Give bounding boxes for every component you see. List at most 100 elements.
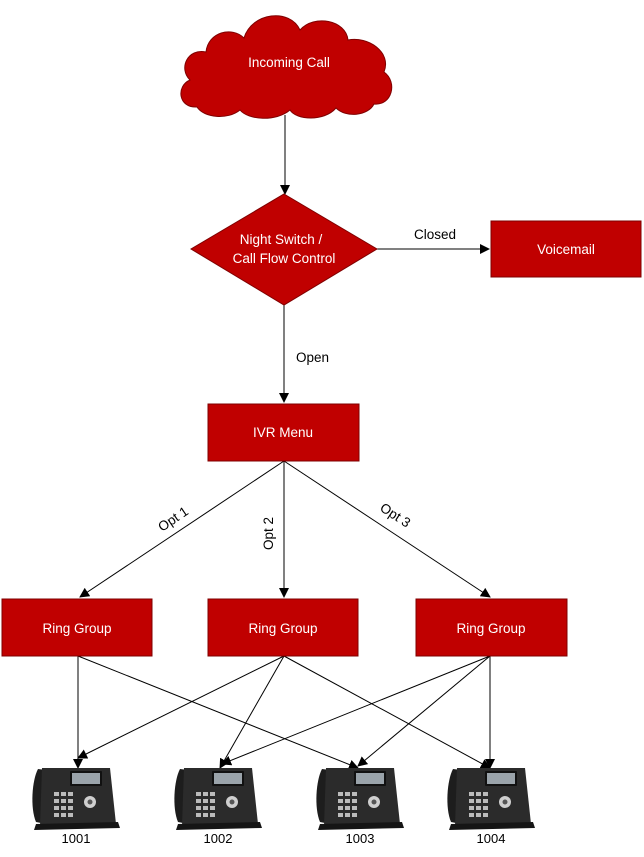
phone-stand — [176, 822, 262, 830]
keypad-key — [352, 806, 357, 810]
edge-label-open: Open — [296, 350, 329, 365]
phone-extension-label: 1004 — [477, 831, 506, 846]
keypad-key — [469, 806, 474, 810]
keypad-key — [352, 792, 357, 796]
edge-rg1-to-1003 — [77, 655, 359, 770]
incoming-call-label: Incoming Call — [248, 55, 330, 70]
phone-screen — [356, 773, 384, 784]
edge-rg2-to-1004 — [283, 655, 491, 769]
keypad-key — [345, 799, 350, 803]
keypad-key — [68, 799, 73, 803]
keypad-key — [61, 792, 66, 796]
phone-stand — [34, 822, 120, 830]
keypad-key — [469, 799, 474, 803]
phone-1002: 1002 — [174, 768, 262, 846]
nav-center — [87, 799, 93, 805]
edge-rg2-to-1002 — [219, 655, 285, 769]
keypad-key — [352, 813, 357, 817]
phone-stand — [449, 822, 535, 830]
phone-screen — [72, 773, 100, 784]
phone-1003: 1003 — [316, 768, 404, 846]
keypad-key — [469, 792, 474, 796]
edge-ivr-to-ring-group-3 — [283, 460, 491, 598]
keypad-key — [68, 806, 73, 810]
phone-1004: 1004 — [447, 768, 535, 846]
phone-1001: 1001 — [32, 768, 120, 846]
voicemail-box — [490, 220, 642, 278]
keypad-key — [54, 792, 59, 796]
voicemail-node: Voicemail — [490, 220, 642, 278]
edge-rg3-to-1002 — [221, 655, 491, 766]
edge-label-opt2: Opt 2 — [261, 517, 276, 550]
keypad-key — [476, 792, 481, 796]
phone-extension-label: 1002 — [204, 831, 233, 846]
keypad-key — [196, 792, 201, 796]
keypad-key — [476, 806, 481, 810]
keypad-key — [68, 813, 73, 817]
keypad-key — [203, 799, 208, 803]
phones: 1001 1002 1003 1004 — [32, 768, 535, 846]
keypad-key — [61, 806, 66, 810]
keypad-key — [54, 813, 59, 817]
ring-group-label: Ring Group — [456, 621, 525, 636]
keypad-key — [203, 792, 208, 796]
phone-stand — [318, 822, 404, 830]
keypad-key — [338, 813, 343, 817]
keypad-key — [483, 799, 488, 803]
keypad-key — [338, 806, 343, 810]
keypad-key — [196, 799, 201, 803]
edge-rg3-to-1003 — [357, 655, 491, 767]
ring-group-node-1: Ring Group — [1, 598, 153, 657]
edge-rg2-to-1001 — [77, 655, 285, 759]
ivr-menu-node: IVR Menu — [207, 403, 360, 462]
ring-group-node-3: Ring Group — [415, 598, 568, 657]
cloud-shape — [180, 15, 393, 119]
phone-screen — [214, 773, 242, 784]
night-switch-node: Night Switch / Call Flow Control — [190, 193, 378, 306]
keypad-key — [338, 799, 343, 803]
keypad-key — [54, 799, 59, 803]
keypad-key — [203, 806, 208, 810]
keypad-key — [483, 792, 488, 796]
ivr-menu-label: IVR Menu — [253, 425, 313, 440]
edge-label-opt1: Opt 1 — [155, 504, 191, 535]
nav-center — [502, 799, 508, 805]
nav-center — [229, 799, 235, 805]
keypad-key — [210, 813, 215, 817]
keypad-key — [476, 813, 481, 817]
desk-phone-icon — [447, 768, 535, 830]
keypad-key — [483, 813, 488, 817]
keypad-key — [68, 792, 73, 796]
ring-group-box — [207, 598, 359, 657]
nav-center — [371, 799, 377, 805]
ivr-menu-box — [207, 403, 360, 462]
keypad-key — [210, 799, 215, 803]
edge-label-closed: Closed — [414, 227, 456, 242]
phone-screen — [487, 773, 515, 784]
keypad-key — [196, 813, 201, 817]
desk-phone-icon — [174, 768, 262, 830]
desk-phone-icon — [316, 768, 404, 830]
incoming-call-node: Incoming Call — [180, 15, 393, 119]
ring-group-label: Ring Group — [248, 621, 317, 636]
keypad-key — [345, 806, 350, 810]
keypad-key — [210, 792, 215, 796]
phone-extension-label: 1001 — [62, 831, 91, 846]
ring-group-box — [415, 598, 568, 657]
keypad-key — [196, 806, 201, 810]
night-switch-label-line2: Call Flow Control — [233, 251, 336, 266]
ring-group-label: Ring Group — [42, 621, 111, 636]
keypad-key — [210, 806, 215, 810]
keypad-key — [483, 806, 488, 810]
night-switch-label-line1: Night Switch / — [240, 232, 323, 247]
keypad-key — [476, 799, 481, 803]
desk-phone-icon — [32, 768, 120, 830]
keypad-key — [338, 792, 343, 796]
keypad-key — [469, 813, 474, 817]
keypad-key — [352, 799, 357, 803]
edges — [73, 115, 495, 770]
phone-extension-label: 1003 — [346, 831, 375, 846]
keypad-key — [345, 792, 350, 796]
keypad-key — [345, 813, 350, 817]
